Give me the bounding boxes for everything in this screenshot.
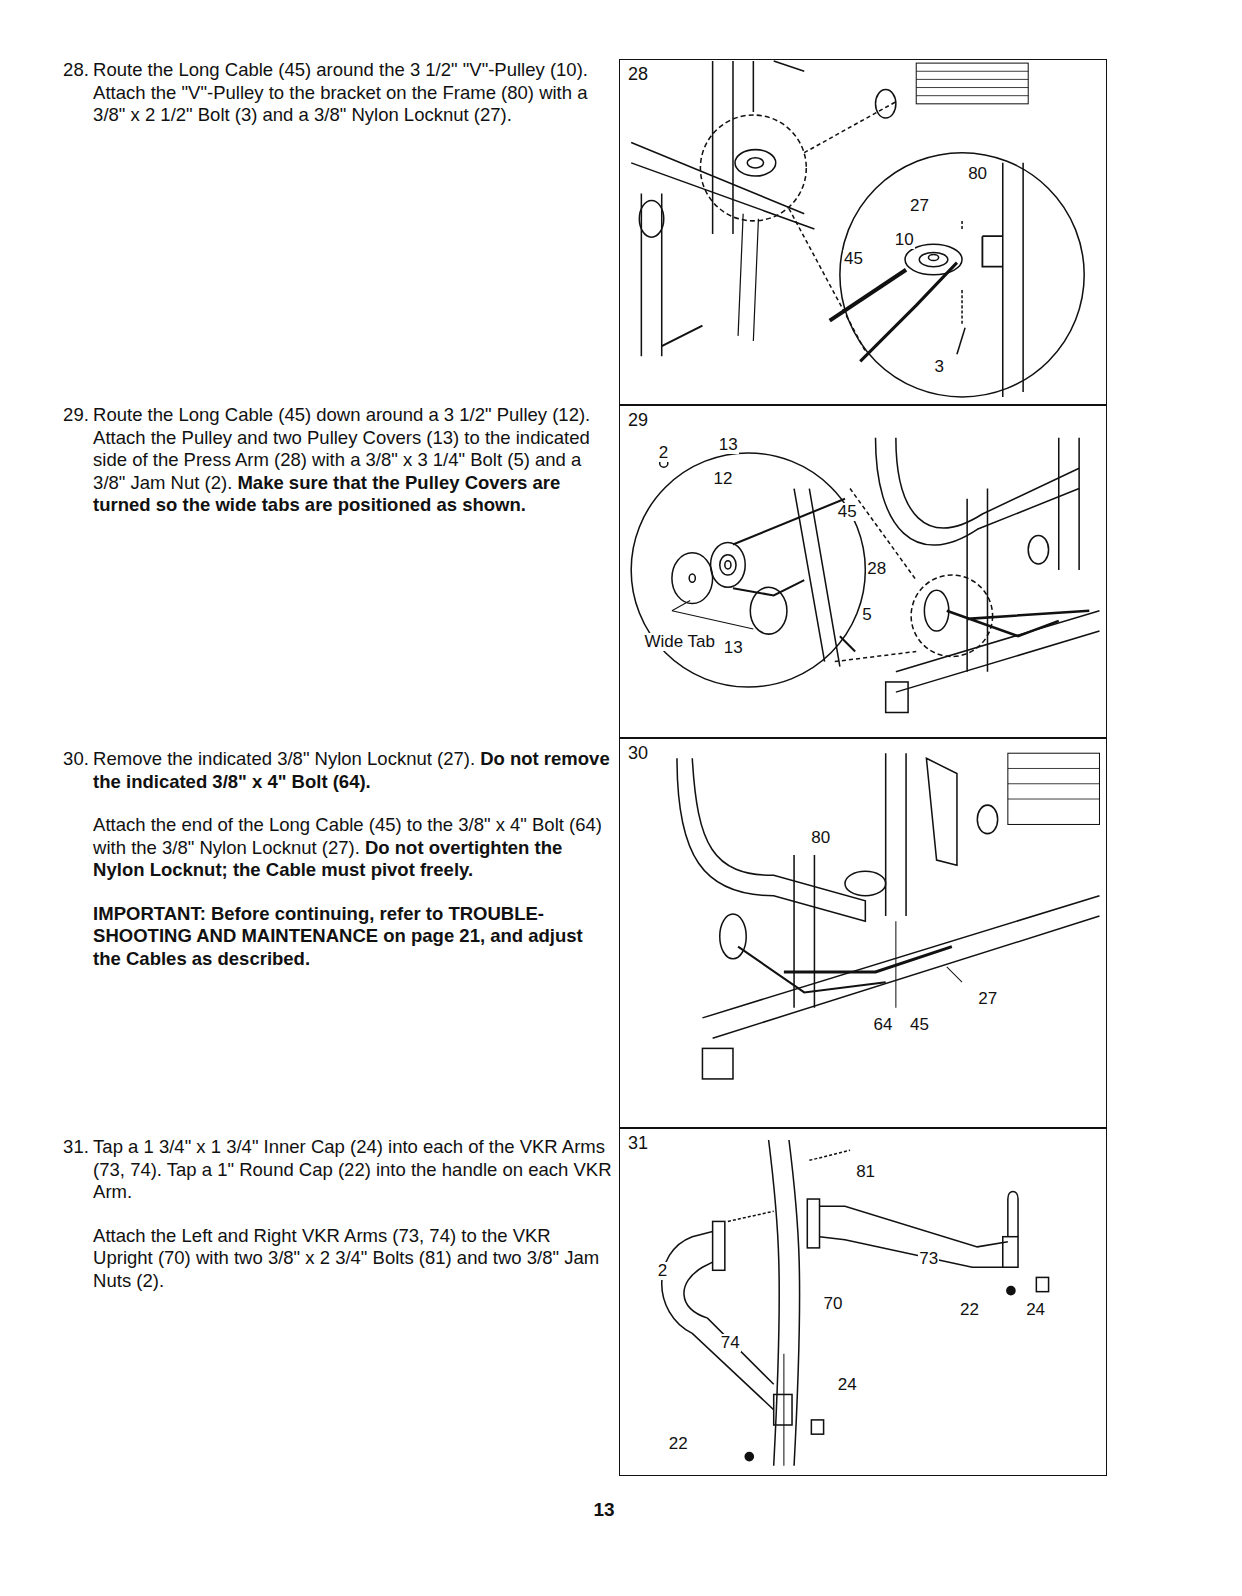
callout-number: 22 <box>959 1301 980 1319</box>
callout-number: 64 <box>872 1016 893 1034</box>
step-number: 31. <box>63 1136 89 1159</box>
instruction-paragraph: Attach the Left and Right VKR Arms (73, … <box>93 1225 613 1293</box>
step-29-figure <box>631 438 1099 713</box>
callout-number: 10 <box>894 231 915 249</box>
instruction-paragraph: IMPORTANT: Before continuing, refer to T… <box>93 903 613 971</box>
callout-number: 2 <box>658 444 669 462</box>
step-28-figure <box>631 61 1084 397</box>
callout-number: 80 <box>967 165 988 183</box>
step-31-figure <box>662 1140 1049 1466</box>
callout-number: 22 <box>668 1435 689 1453</box>
instruction-text: Remove the indicated 3/8" Nylon Locknut … <box>93 748 475 769</box>
callout-number: 80 <box>810 829 831 847</box>
callout-number: 45 <box>843 250 864 268</box>
callout-number: 5 <box>861 606 872 624</box>
instruction-paragraph: Attach the end of the Long Cable (45) to… <box>93 814 613 882</box>
warning-text: IMPORTANT: Before continuing, refer to T… <box>93 903 583 969</box>
step-instruction: 30.Remove the indicated 3/8" Nylon Lockn… <box>63 748 613 991</box>
callout-number: 74 <box>720 1334 741 1352</box>
instruction-paragraph: Route the Long Cable (45) around the 3 1… <box>93 59 613 127</box>
figure-number: 30 <box>628 743 648 763</box>
instruction-text: Route the Long Cable (45) around the 3 1… <box>93 59 588 125</box>
step-instruction: 29.Route the Long Cable (45) down around… <box>63 404 613 538</box>
instruction-text: Attach the Left and Right VKR Arms (73, … <box>93 1225 599 1291</box>
figure-number: 31 <box>628 1133 648 1153</box>
callout-number: 12 <box>713 470 734 488</box>
figure-panel: 29 <box>619 405 1107 738</box>
step-number: 28. <box>63 59 89 82</box>
callout-number: 27 <box>977 990 998 1008</box>
callout-label: Wide Tab <box>643 633 716 651</box>
step-number: 29. <box>63 404 89 427</box>
figure-panel: 28 <box>619 59 1107 405</box>
callout-number: 2 <box>657 1262 668 1280</box>
callout-number: 24 <box>1025 1301 1046 1319</box>
figure-number: 28 <box>628 64 648 84</box>
figure-panel: 30 <box>619 738 1107 1128</box>
callout-number: 81 <box>855 1163 876 1181</box>
callout-number: 3 <box>934 358 945 376</box>
instruction-paragraph: Remove the indicated 3/8" Nylon Locknut … <box>93 748 613 793</box>
callout-number: 24 <box>837 1376 858 1394</box>
step-30-figure <box>677 753 1099 1079</box>
instruction-text: Tap a 1 3/4" x 1 3/4" Inner Cap (24) int… <box>93 1136 611 1202</box>
callout-number: 70 <box>823 1295 844 1313</box>
callout-number: 45 <box>837 503 858 521</box>
instruction-paragraph: Route the Long Cable (45) down around a … <box>93 404 613 517</box>
step-instruction: 28.Route the Long Cable (45) around the … <box>63 59 613 148</box>
callout-number: 45 <box>909 1016 930 1034</box>
callout-number: 13 <box>718 436 739 454</box>
step-instruction: 31.Tap a 1 3/4" x 1 3/4" Inner Cap (24) … <box>63 1136 613 1313</box>
step-number: 30. <box>63 748 89 771</box>
figure-number: 29 <box>628 410 648 430</box>
page-number: 13 <box>594 1499 615 1521</box>
callout-number: 73 <box>918 1250 939 1268</box>
instruction-paragraph: Tap a 1 3/4" x 1 3/4" Inner Cap (24) int… <box>93 1136 613 1204</box>
callout-number: 13 <box>723 639 744 657</box>
callout-number: 27 <box>909 197 930 215</box>
callout-number: 28 <box>866 560 887 578</box>
